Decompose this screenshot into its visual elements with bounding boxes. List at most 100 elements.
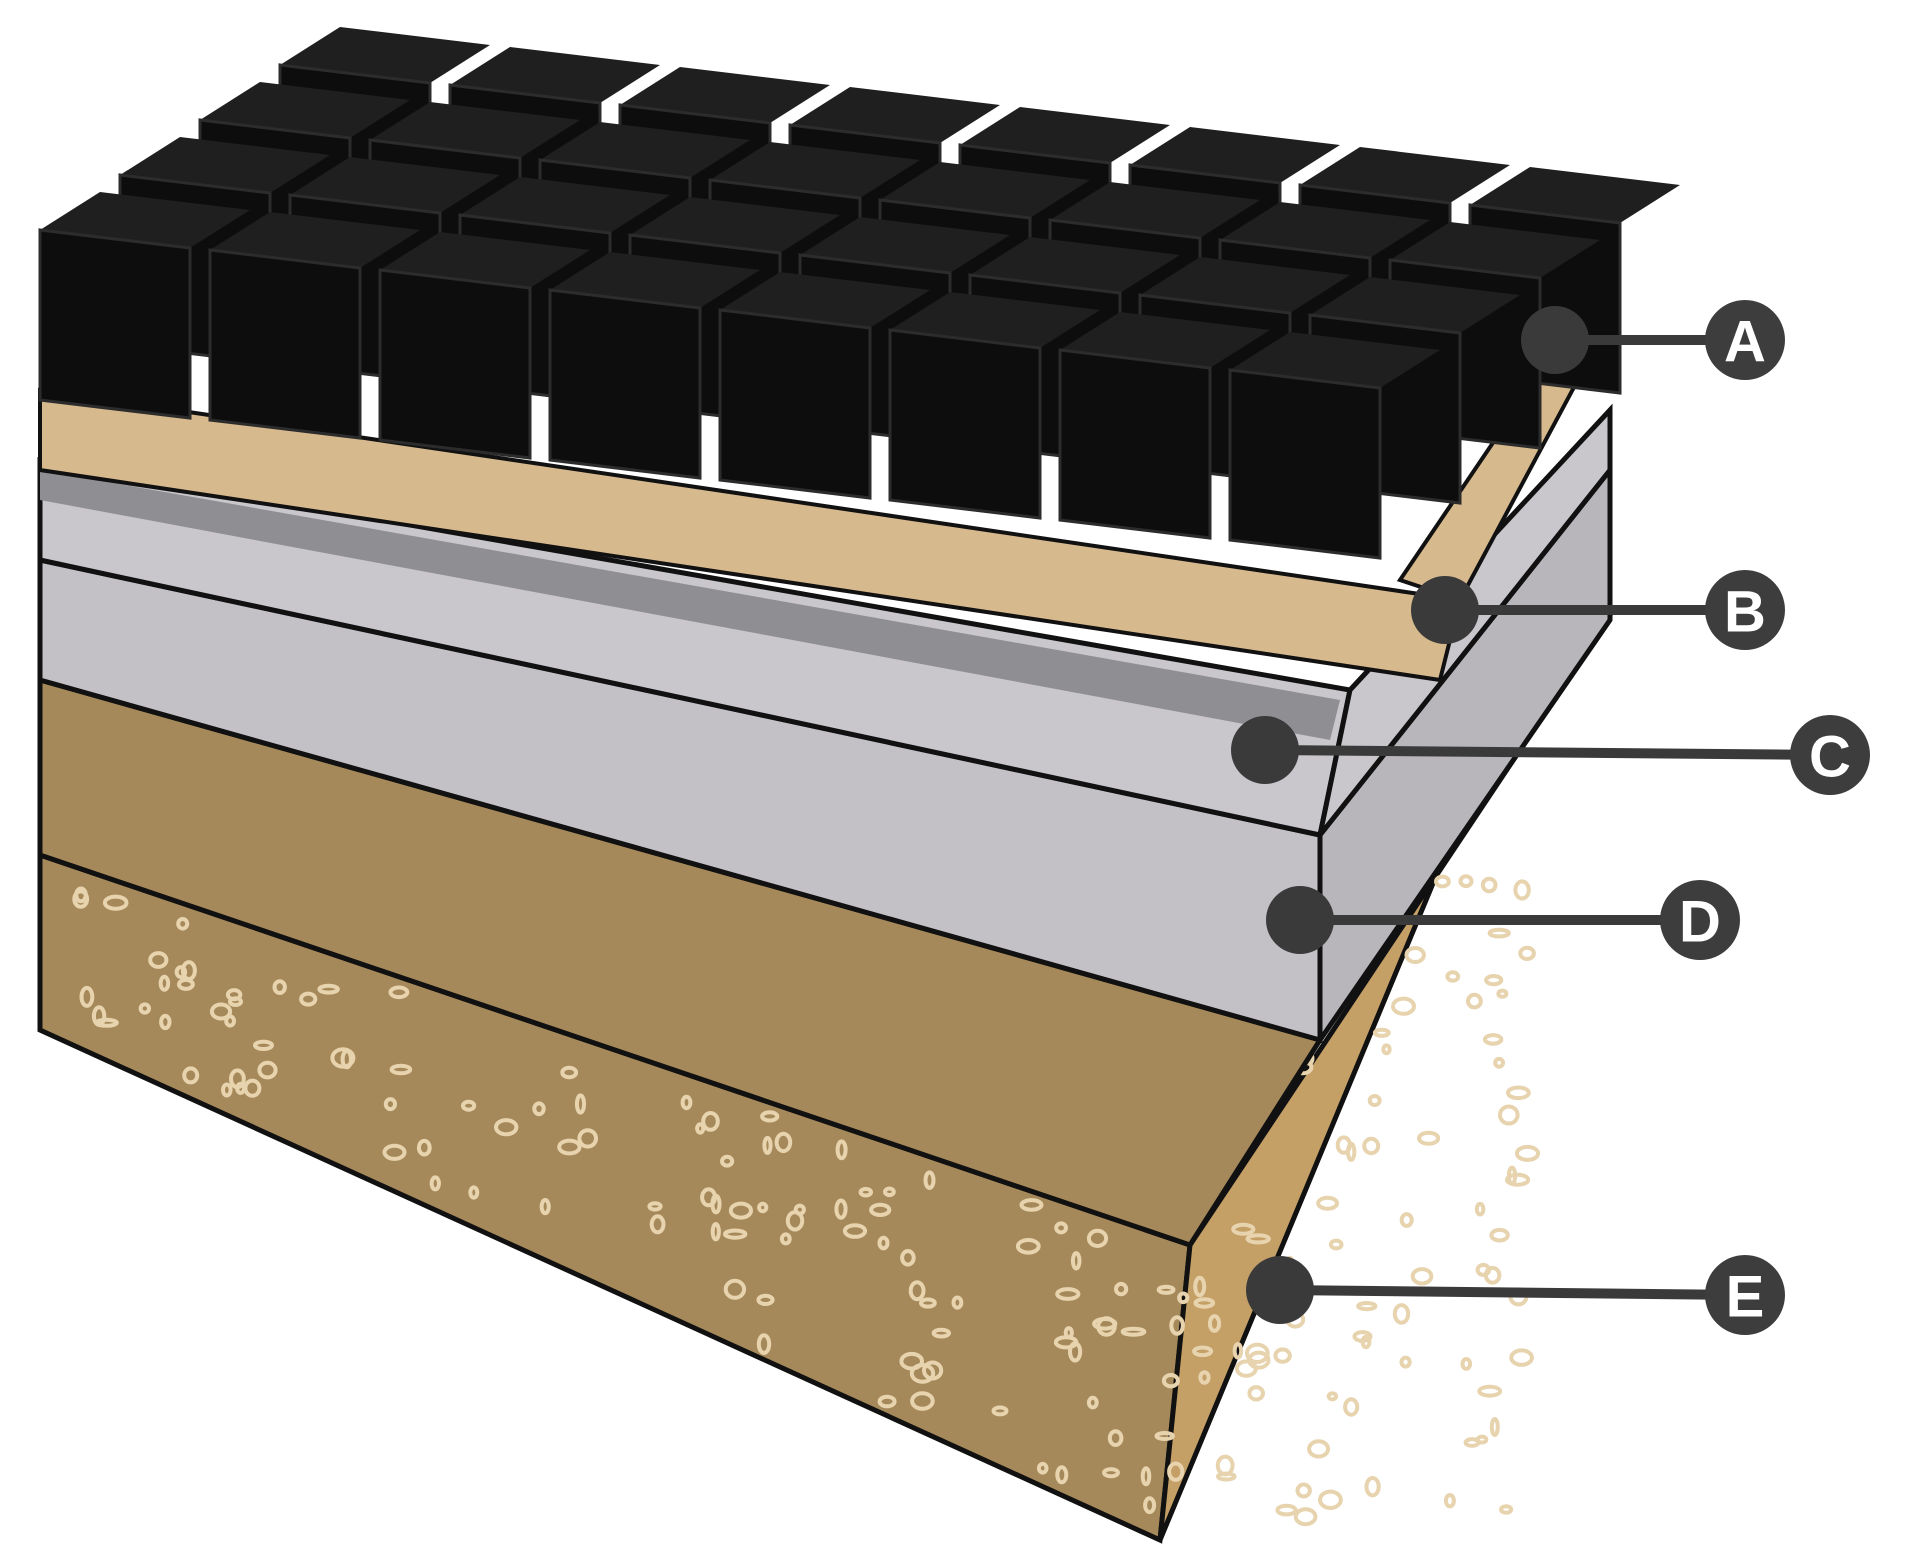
soil-speckle	[416, 1138, 432, 1157]
soil-speckle	[1513, 879, 1531, 901]
soil-speckle	[1445, 970, 1461, 983]
soil-speckle	[774, 1131, 793, 1154]
soil-speckle	[1328, 1238, 1344, 1251]
soil-speckle	[756, 1293, 775, 1307]
soil-speckle	[1231, 1222, 1256, 1236]
soil-speckle	[756, 1333, 772, 1355]
soil-speckle	[174, 965, 188, 980]
soil-speckle	[1177, 1291, 1190, 1305]
soil-speckle	[883, 1186, 896, 1198]
soil-speckle	[209, 1002, 233, 1021]
soil-speckle	[1404, 946, 1426, 964]
callout-badge	[1705, 300, 1785, 380]
callout-dot	[1411, 576, 1479, 644]
soil-speckle	[1154, 1431, 1175, 1441]
soil-speckle	[1316, 1195, 1339, 1211]
soil-speckle	[1343, 1397, 1360, 1417]
soil-speckle	[1015, 1238, 1041, 1255]
soil-speckle	[1019, 1198, 1044, 1212]
paver-block	[208, 212, 420, 440]
soil-speckle	[728, 1201, 754, 1220]
soil-speckle	[1496, 988, 1509, 999]
soil-speckle	[923, 1170, 936, 1190]
soil-speckle	[1489, 1227, 1510, 1243]
soil-speckle	[877, 1394, 897, 1409]
soil-speckle	[1273, 1347, 1292, 1364]
soil-speckle	[869, 1202, 892, 1218]
soil-speckle	[72, 889, 90, 909]
soil-speckle	[835, 1139, 848, 1161]
soil-speckle	[468, 1185, 480, 1200]
soil-speckle	[494, 1118, 519, 1137]
soil-speckle	[1245, 1233, 1271, 1245]
soil-speckle	[317, 983, 340, 995]
soil-speckle	[1410, 1267, 1434, 1286]
soil-speckle	[429, 1175, 441, 1192]
soil-speckle	[1362, 1136, 1381, 1156]
soil-speckle	[1192, 1345, 1214, 1358]
soil-speckle	[1086, 1395, 1099, 1410]
callout-label: E	[1726, 1265, 1765, 1330]
soil-speckle	[176, 917, 190, 931]
paver-block	[38, 192, 250, 420]
soil-speckle	[1161, 1373, 1180, 1389]
soil-speckle	[159, 1013, 172, 1031]
soil-speckle	[1417, 1130, 1441, 1146]
soil-speckle	[1193, 1297, 1216, 1309]
callout-leader-line	[1279, 1285, 1746, 1300]
soil-speckle	[1460, 1357, 1473, 1371]
callout-dot	[1231, 716, 1299, 784]
soil-speckle	[94, 1017, 119, 1028]
soil-speckle	[1518, 945, 1536, 962]
callout-e: E	[1246, 1255, 1785, 1335]
soil-speckle	[842, 1223, 868, 1239]
membrane-dark-strip	[40, 470, 1340, 740]
soil-speckle	[1391, 996, 1416, 1016]
soil-speckle	[762, 1135, 773, 1155]
soil-speckle	[710, 1222, 721, 1242]
soil-speckle	[1392, 1303, 1411, 1325]
soil-speckle	[148, 951, 169, 969]
soil-speckle	[253, 1039, 274, 1052]
soil-speckle	[1509, 1348, 1534, 1367]
callout-label: D	[1679, 890, 1721, 955]
soil-speckle	[1506, 1085, 1531, 1101]
soil-speckle	[779, 1232, 792, 1246]
soil-speckle	[1463, 1437, 1481, 1448]
soil-speckle	[1293, 1507, 1318, 1527]
soil-speckle	[931, 1327, 951, 1339]
soil-speckle	[389, 1063, 413, 1076]
soil-speckle	[1055, 1465, 1069, 1485]
soil-speckle	[257, 1060, 278, 1080]
soil-speckle	[1482, 1033, 1504, 1046]
soil-speckle	[899, 1351, 925, 1371]
soil-speckle	[1372, 1027, 1391, 1038]
soil-speckle	[858, 1186, 873, 1198]
soil-speckle	[79, 985, 95, 1008]
soil-speckle	[1364, 1476, 1381, 1498]
soil-speckle	[1367, 1094, 1382, 1107]
paver-block	[1058, 312, 1270, 540]
soil-speckle	[1466, 992, 1483, 1010]
soil-speckle	[138, 1002, 152, 1015]
soil-speckle	[557, 1138, 582, 1156]
soil-speckle	[1487, 927, 1511, 939]
callout-d: D	[1266, 880, 1740, 960]
soil-speckle	[910, 1391, 935, 1411]
soil-speckle	[221, 1082, 233, 1098]
soil-speckle	[1247, 1385, 1265, 1402]
soil-speckle	[272, 979, 287, 995]
soil-speckle	[723, 1278, 747, 1300]
soil-speckle	[1102, 1467, 1120, 1479]
soil-speckle	[919, 1297, 937, 1309]
soil-speckle	[1143, 1496, 1157, 1515]
callout-badge	[1705, 570, 1785, 650]
paver-block	[888, 292, 1100, 520]
soil-speckle	[760, 1110, 780, 1123]
callout-label: B	[1724, 580, 1766, 645]
soil-speckle	[757, 1201, 769, 1214]
soil-speckle	[1092, 1317, 1118, 1331]
soil-speckle	[649, 1214, 666, 1235]
